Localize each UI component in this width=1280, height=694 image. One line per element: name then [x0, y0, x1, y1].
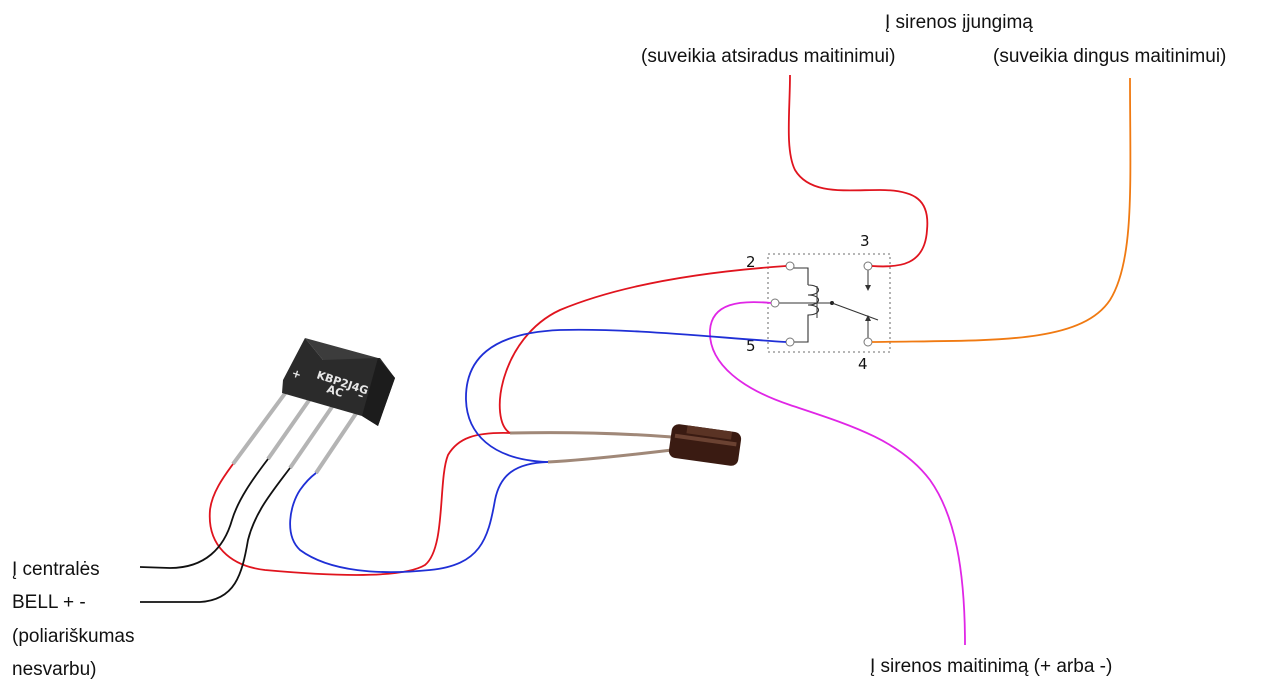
rectifier-plus-sign: + [290, 366, 303, 381]
wire-red-rectifier [208, 432, 511, 576]
rectifier-marking-2: AC [325, 382, 345, 399]
capacitor-highlight [674, 433, 737, 447]
label-power-appear: (suveikia atsiradus maitinimui) [641, 46, 895, 67]
wire-black-2 [140, 467, 291, 603]
relay: 2 3 5 4 [746, 232, 891, 373]
rectifier-body-side [362, 358, 395, 426]
wire-orange-pin4 [871, 77, 1132, 343]
siren-trigger-title: Į sirenos įjungimą [885, 12, 1033, 33]
wire-blue-pin5 [465, 328, 787, 463]
relay-pin-2-label: 2 [746, 253, 756, 271]
rectifier-minus-sign: – [356, 388, 365, 402]
central-label-line1: Į centralės [12, 559, 100, 580]
relay-coil [792, 267, 820, 343]
capacitor-lead-lower [547, 448, 673, 464]
wire-blue-rectifier [289, 461, 549, 573]
label-power-loss: (suveikia dingus maitinimui) [993, 46, 1226, 67]
wire-red-pin2 [498, 265, 787, 434]
rectifier-lead-2 [266, 394, 314, 461]
rectifier-lead-3 [288, 402, 336, 470]
relay-contact-3-arrow [865, 285, 871, 291]
capacitor-lead-upper [509, 431, 673, 439]
capacitor-stripe [686, 425, 733, 440]
wire-black-1 [139, 458, 269, 569]
relay-contact-4-arrow [865, 315, 871, 321]
relay-pin-4-label: 4 [858, 355, 868, 373]
relay-pin-3-label: 3 [860, 232, 870, 250]
rectifier-lead-1 [231, 386, 291, 466]
central-label-line2: BELL + - [12, 592, 86, 613]
relay-pin-4-terminal [863, 337, 873, 347]
relay-pin-3-terminal [863, 261, 873, 271]
siren-power-label: Į sirenos maitinimą (+ arba -) [870, 656, 1112, 677]
relay-pin-5-label: 5 [746, 337, 756, 355]
central-label-line3: (poliariškumas [12, 626, 134, 647]
relay-pin-2-terminal [785, 261, 795, 271]
relay-armature [831, 302, 879, 321]
relay-pin-5-terminal [785, 337, 795, 347]
capacitor [509, 424, 742, 466]
relay-pin-1-terminal [770, 298, 780, 308]
wire-red-pin3 [787, 74, 929, 268]
bridge-rectifier: KBP2J4G AC + – [231, 338, 395, 475]
central-label-line4: nesvarbu) [12, 659, 97, 680]
wire-magenta-pin1 [709, 301, 966, 646]
rectifier-lead-4 [314, 410, 359, 475]
